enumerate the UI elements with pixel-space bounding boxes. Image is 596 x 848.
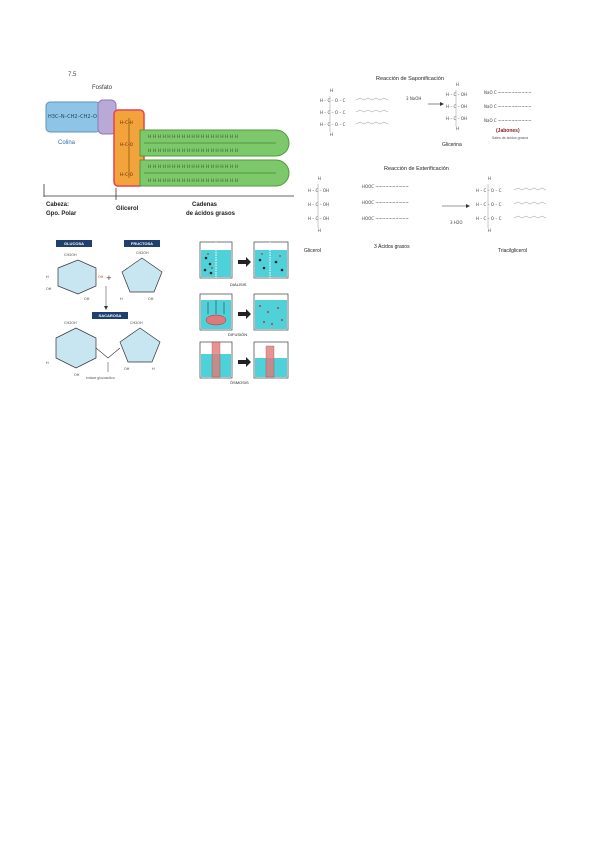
svg-text:H: H [488, 176, 491, 181]
svg-text:CH2OH: CH2OH [136, 251, 149, 255]
svg-text:H–C–H: H–C–H [120, 120, 133, 125]
svg-text:H – C – O – C: H – C – O – C [320, 98, 346, 103]
fructose-header: FRUCTOSA [124, 240, 160, 247]
chains-label-line2: de ácidos grasos [186, 211, 236, 217]
dialysis-arrow [238, 257, 251, 267]
saponification-glycerol-label: Glicerina [442, 142, 462, 148]
svg-text:H: H [46, 361, 49, 365]
phosphate-label: Fosfato [92, 85, 113, 91]
svg-text:H – C – O – C: H – C – O – C [320, 122, 346, 127]
dialysis-after [253, 241, 289, 279]
diffusion-after [253, 293, 289, 331]
svg-text:H: H [456, 126, 459, 131]
glycosidic-bond-label: enlace glucosídico [86, 376, 115, 380]
chains-label-line1: Cadenas [192, 202, 218, 208]
choline-formula: H3C–N–CH2–CH2–O [48, 114, 97, 120]
dialysis-label: DIÁLISIS [230, 282, 247, 287]
svg-text:H – C – O – C: H – C – O – C [476, 216, 502, 221]
svg-text:H – C – OH: H – C – OH [308, 202, 329, 207]
svg-text:H: H [46, 275, 49, 279]
svg-text:H H H H H H H H H H H H H H H: H H H H H H H H H H H H H H H H H H H [148, 134, 238, 140]
svg-text:H – C – O – C: H – C – O – C [320, 110, 346, 115]
svg-text:H – C – OH: H – C – OH [308, 188, 329, 193]
svg-text:H – C – OH: H – C – OH [446, 104, 467, 109]
svg-text:H – C – OH: H – C – OH [308, 216, 329, 221]
head-label-line2: Gpo. Polar [46, 211, 77, 217]
saponification-title: Reacción de Saponificación [376, 76, 444, 82]
svg-text:+: + [106, 274, 112, 282]
svg-text:H – C – OH: H – C – OH [446, 116, 467, 121]
saponification-structure: H H – C – O – C H – C – O – C H – C – O … [320, 82, 531, 137]
svg-text:3 NaOH: 3 NaOH [406, 96, 421, 101]
glycerol-label: Glicerol [116, 206, 139, 212]
head-label-line1: Cabeza: [46, 202, 70, 208]
esterification-glycerol-label: Glicerol [304, 248, 321, 254]
svg-text:HOOC ~~~~~~~~~~: HOOC ~~~~~~~~~~ [362, 200, 409, 205]
svg-text:3 H2O: 3 H2O [450, 220, 463, 225]
figure-number: 7.5 [68, 72, 77, 78]
svg-text:H: H [488, 228, 491, 233]
svg-text:H – C – O – C: H – C – O – C [476, 188, 502, 193]
svg-text:H – C – OH: H – C – OH [446, 92, 467, 97]
glucose-header: GLUCOSA [56, 240, 92, 247]
phospholipid-structure: H H H H H H H H H H H H H H H H H H H H … [43, 99, 294, 200]
svg-text:NaO C ~~~~~~~~~~: NaO C ~~~~~~~~~~ [484, 118, 531, 123]
esterification-structure: H H – C – OH H – C – OH H – C – OH H HOO… [308, 176, 547, 233]
svg-text:OH: OH [84, 297, 90, 301]
svg-text:HOOC ~~~~~~~~~~: HOOC ~~~~~~~~~~ [362, 184, 409, 189]
sucrose-header: SACAROSA [92, 312, 128, 319]
svg-text:H H H H H H H H H H H H H H H: H H H H H H H H H H H H H H H H H H H [148, 164, 238, 170]
svg-text:HOOC ~~~~~~~~~~: HOOC ~~~~~~~~~~ [362, 216, 409, 221]
diffusion-arrow [238, 309, 251, 319]
esterification-title: Reacción de Esterificación [384, 166, 449, 172]
svg-text:H – C – O – C: H – C – O – C [476, 202, 502, 207]
svg-text:OH: OH [74, 373, 80, 377]
fatty-acids-label: 3 Ácidos grasos [374, 244, 410, 250]
soap-label: (Jabones) [496, 128, 520, 134]
esterification-diagram: Reacción de Esterificación H H – C – OH … [302, 166, 562, 258]
svg-text:OH: OH [124, 367, 130, 371]
svg-text:H–C–O: H–C–O [120, 142, 133, 147]
triacylglycerol-label: Triacilglicerol [498, 248, 527, 254]
svg-text:H: H [152, 367, 155, 371]
svg-text:OH: OH [46, 287, 52, 291]
osmosis-before [199, 341, 233, 379]
transport-structure [199, 241, 289, 379]
svg-text:H: H [318, 176, 321, 181]
phospholipid-diagram: 7.5 Fosfato H H H H H H H H H H H H H H … [40, 72, 300, 222]
svg-text:H H H H H H H H H H H H H H H: H H H H H H H H H H H H H H H H H H H [148, 148, 238, 154]
svg-text:NaO C ~~~~~~~~~~: NaO C ~~~~~~~~~~ [484, 104, 531, 109]
dialysis-before [199, 241, 233, 279]
fructose-ring [121, 257, 163, 293]
glucose-ring [57, 259, 97, 295]
osmosis-label: ÓSMOSIS [230, 380, 249, 385]
sugars-structure: + CH2OH CH2OH H OH OH OH H OH CH2OH CH2OH H… [46, 251, 163, 377]
svg-text:OH: OH [98, 275, 104, 279]
svg-text:H: H [120, 297, 123, 301]
soap-sublabel: Sales de ácidos grasos [492, 136, 529, 140]
diffusion-before [199, 293, 233, 331]
svg-text:NaO C ~~~~~~~~~~: NaO C ~~~~~~~~~~ [484, 90, 531, 95]
svg-text:CH2OH: CH2OH [64, 321, 77, 325]
svg-text:H–C–O: H–C–O [120, 172, 133, 177]
svg-text:H: H [330, 132, 333, 137]
osmosis-after [253, 341, 289, 379]
svg-text:CH2OH: CH2OH [64, 253, 77, 257]
sucrose-fructose-ring [119, 327, 161, 363]
svg-text:H: H [318, 228, 321, 233]
transport-diagram: DIÁLISIS DIFUSIÓN ÓSMOSIS [196, 238, 292, 388]
osmosis-arrow [238, 357, 251, 367]
svg-text:H: H [456, 82, 459, 87]
svg-text:CH2OH: CH2OH [130, 321, 143, 325]
choline-label: Colina [58, 140, 76, 146]
sugars-diagram: GLUCOSA FRUCTOSA SACAROSA + CH2OH CH2OH … [44, 238, 182, 386]
svg-text:OH: OH [148, 297, 154, 301]
diffusion-label: DIFUSIÓN [228, 332, 248, 337]
svg-text:H H H H H H H H H H H H H H H: H H H H H H H H H H H H H H H H H H H [148, 178, 238, 184]
sucrose-glucose-ring [55, 327, 97, 369]
saponification-diagram: Reacción de Saponificación H H – C – O –… [316, 76, 556, 156]
svg-text:H: H [330, 88, 333, 93]
